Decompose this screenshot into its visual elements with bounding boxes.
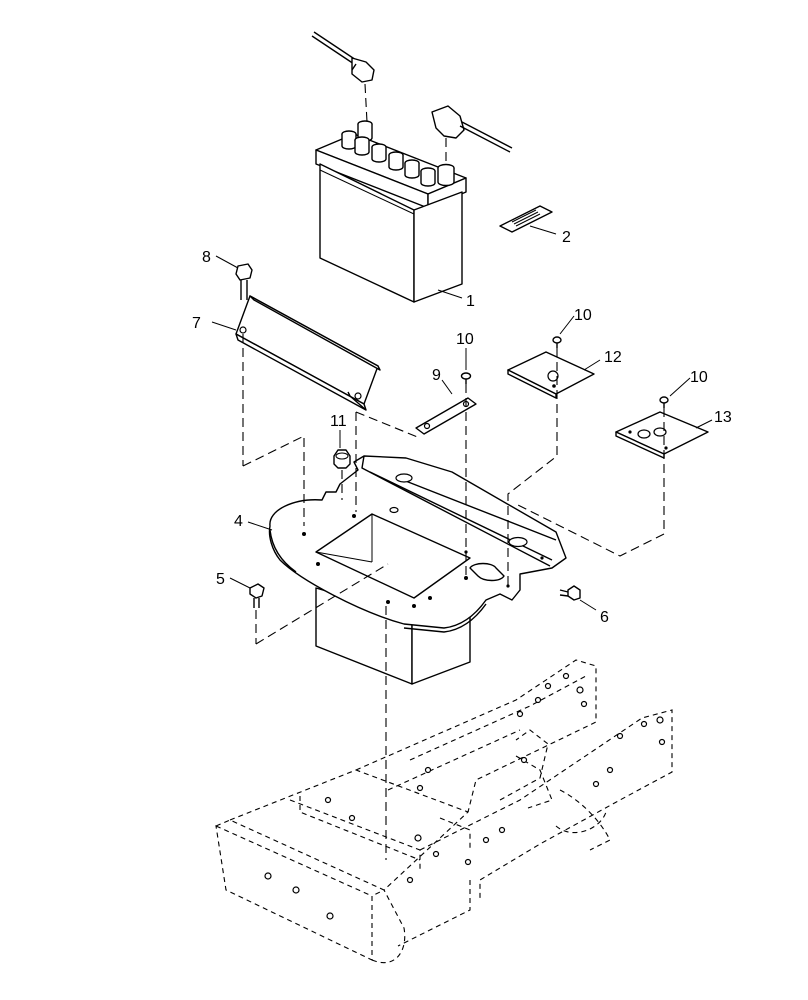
- callout-1: 1: [466, 293, 475, 310]
- positive-cable: [431, 105, 513, 166]
- callout-12: 12: [604, 349, 622, 366]
- screw-10-c: [659, 396, 669, 408]
- nut-11: [333, 449, 351, 469]
- callout-11: 11: [330, 413, 347, 430]
- assembly-lines: [242, 334, 665, 860]
- callout-5: 5: [216, 571, 225, 588]
- screw-10-b: [552, 336, 562, 348]
- callout-4: 4: [234, 513, 243, 530]
- hold-down-bracket: [235, 295, 381, 411]
- battery-tray: [268, 455, 567, 685]
- cover-plate-13: [615, 411, 709, 459]
- callout-10b: 10: [574, 307, 592, 324]
- screw-10-a: [460, 372, 472, 384]
- callout-8: 8: [202, 249, 211, 266]
- callouts: 1 2 8 7 10 9 11 10 12 10 13 4 5 6: [192, 229, 732, 626]
- chassis-frame: [215, 659, 673, 964]
- callout-7: 7: [192, 315, 201, 332]
- callout-13: 13: [714, 409, 732, 426]
- bolt-5: [249, 583, 265, 608]
- battery-terminal-positive: [437, 163, 455, 187]
- battery: [315, 120, 467, 303]
- bolt-6: [559, 585, 581, 601]
- strap-plate-9: [415, 397, 477, 435]
- callout-6: 6: [600, 609, 609, 626]
- cover-plate-12: [507, 351, 595, 399]
- label-plate: [499, 205, 553, 233]
- battery-vent-caps: [341, 130, 436, 187]
- bolt-8: [235, 263, 253, 300]
- callout-2: 2: [562, 229, 571, 246]
- callout-10a: 10: [456, 331, 474, 348]
- callout-10c: 10: [690, 369, 708, 386]
- leader-lines: [211, 225, 713, 611]
- callout-9: 9: [432, 367, 441, 384]
- negative-cable: [311, 31, 375, 123]
